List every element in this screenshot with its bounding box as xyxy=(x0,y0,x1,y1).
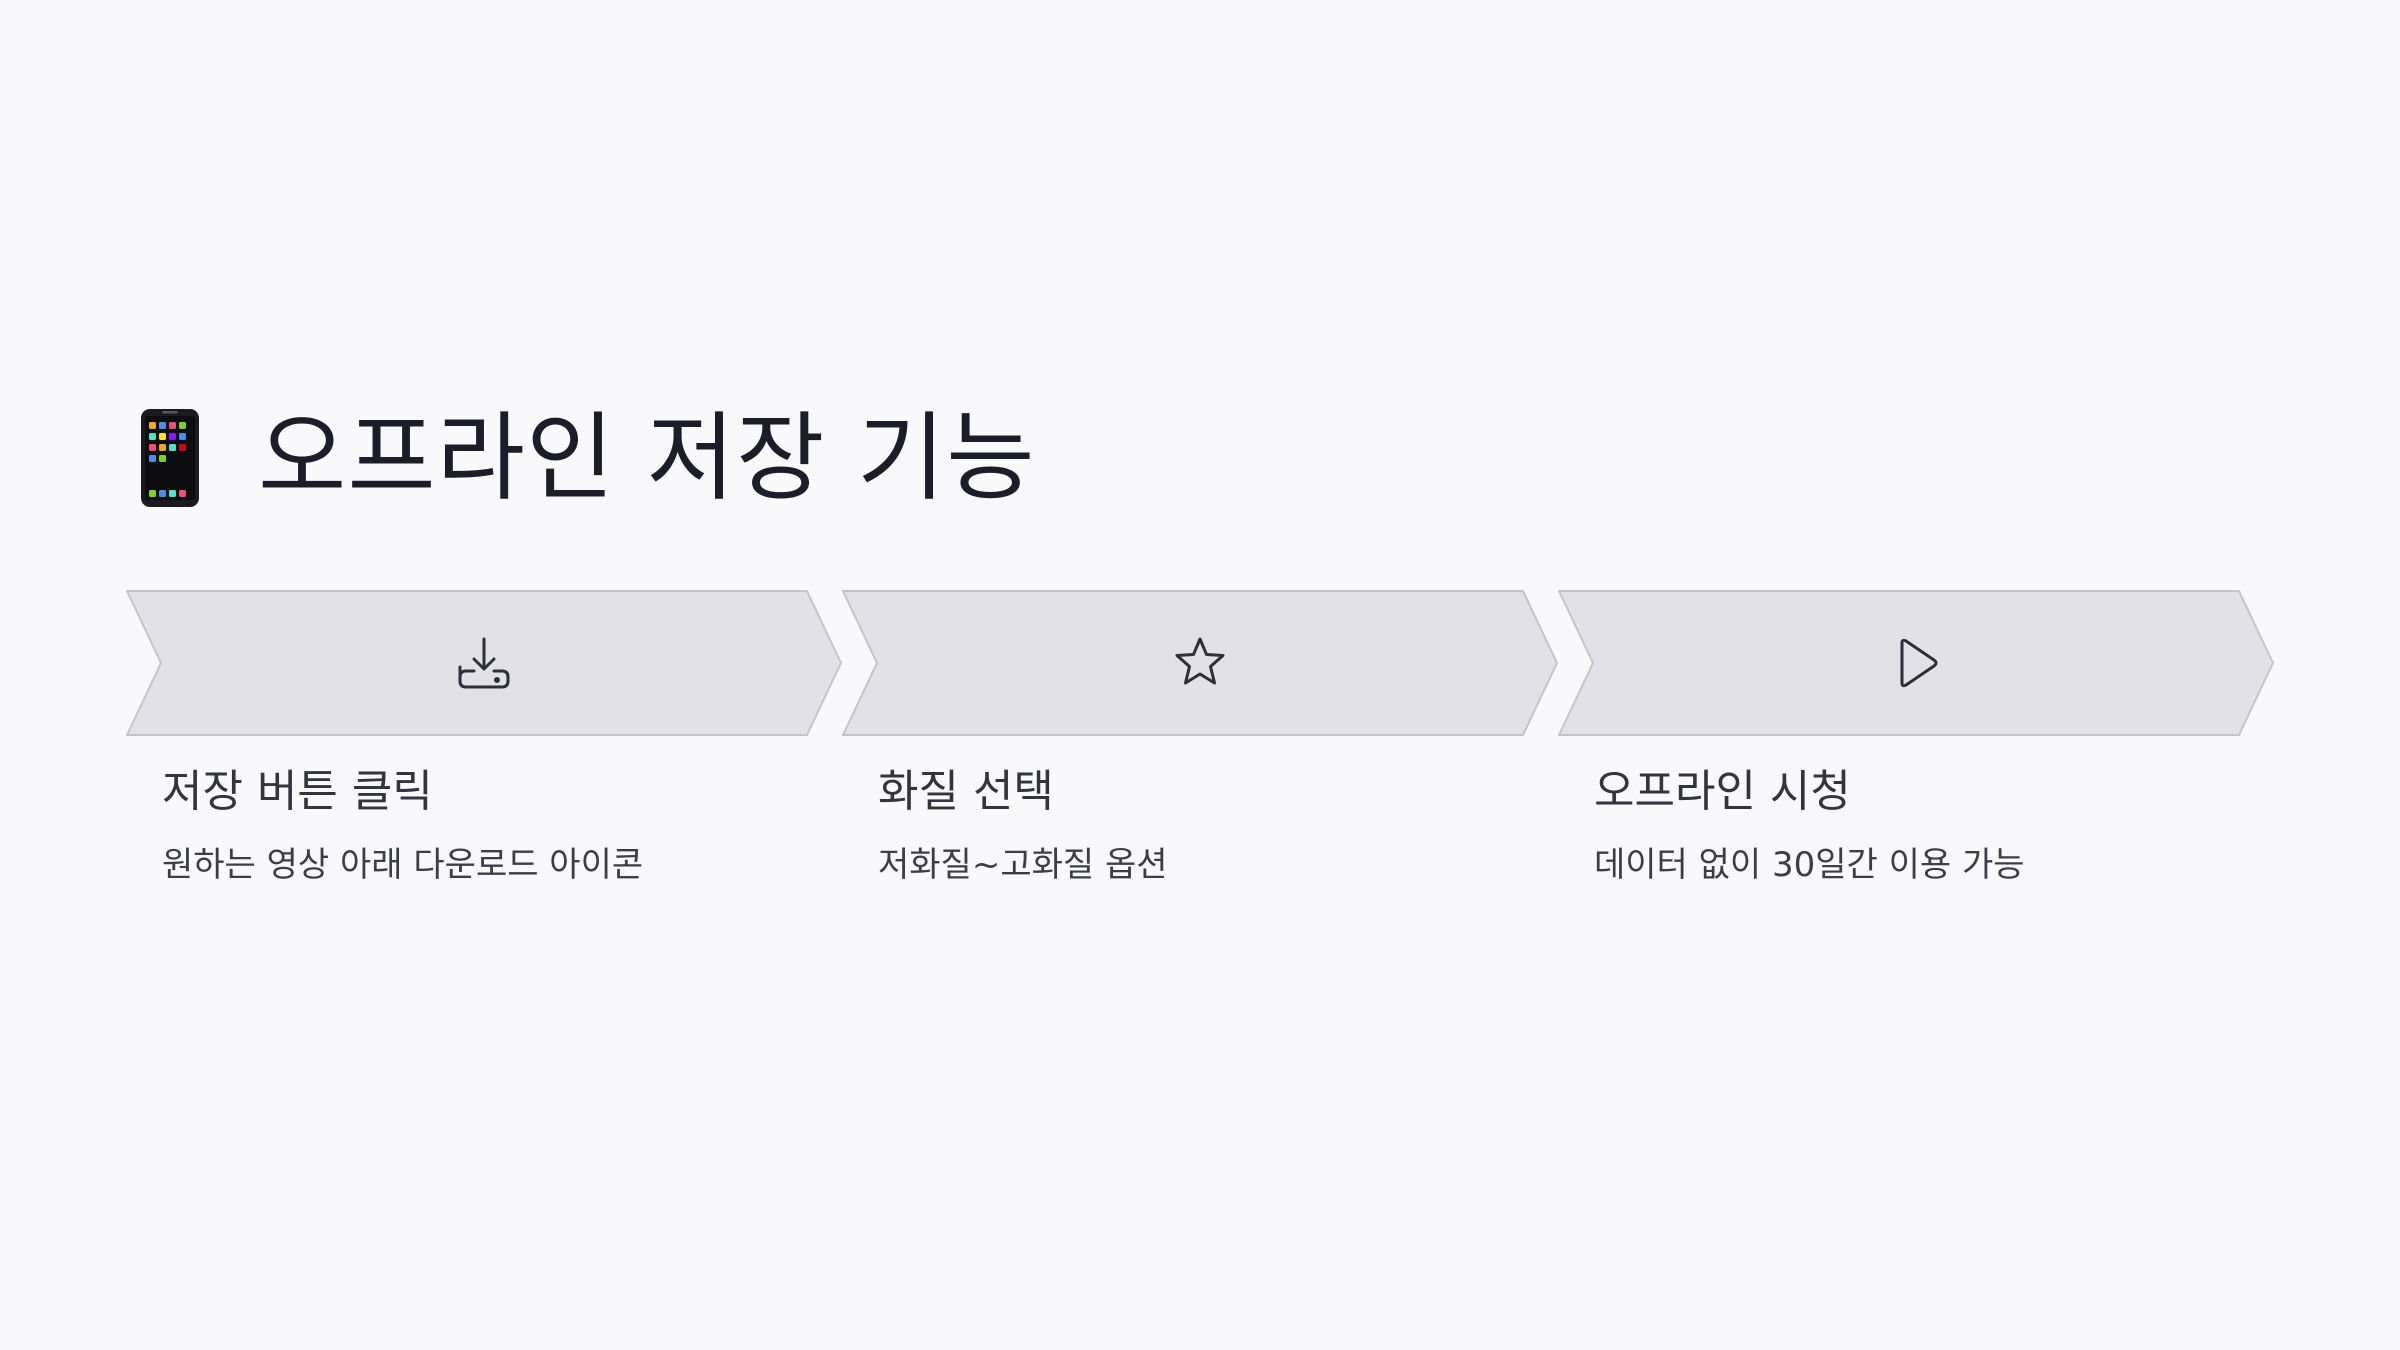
step-1: 저장 버튼 클릭 원하는 영상 아래 다운로드 아이콘 xyxy=(162,766,802,885)
step-description: 원하는 영상 아래 다운로드 아이콘 xyxy=(162,845,644,885)
page-title: 오프라인 저장 기능 xyxy=(258,402,1036,514)
step-description: 데이터 없이 30일간 이용 가능 xyxy=(1594,845,2025,885)
step-title: 오프라인 시청 xyxy=(1594,766,1851,817)
step-chevron-3 xyxy=(1558,590,2274,736)
step-chevron-1 xyxy=(126,590,842,736)
step-2: 화질 선택 저화질~고화질 옵션 xyxy=(878,766,1518,885)
mobile-phone-icon xyxy=(140,408,200,508)
play-icon xyxy=(1886,633,1946,693)
page-header: 오프라인 저장 기능 xyxy=(140,398,1036,518)
star-icon xyxy=(1170,633,1230,693)
step-description: 저화질~고화질 옵션 xyxy=(878,845,1168,885)
step-title: 저장 버튼 클릭 xyxy=(162,766,433,817)
step-title: 화질 선택 xyxy=(878,766,1054,817)
step-chevron-2 xyxy=(842,590,1558,736)
download-icon xyxy=(454,633,514,693)
step-3: 오프라인 시청 데이터 없이 30일간 이용 가능 xyxy=(1594,766,2234,885)
